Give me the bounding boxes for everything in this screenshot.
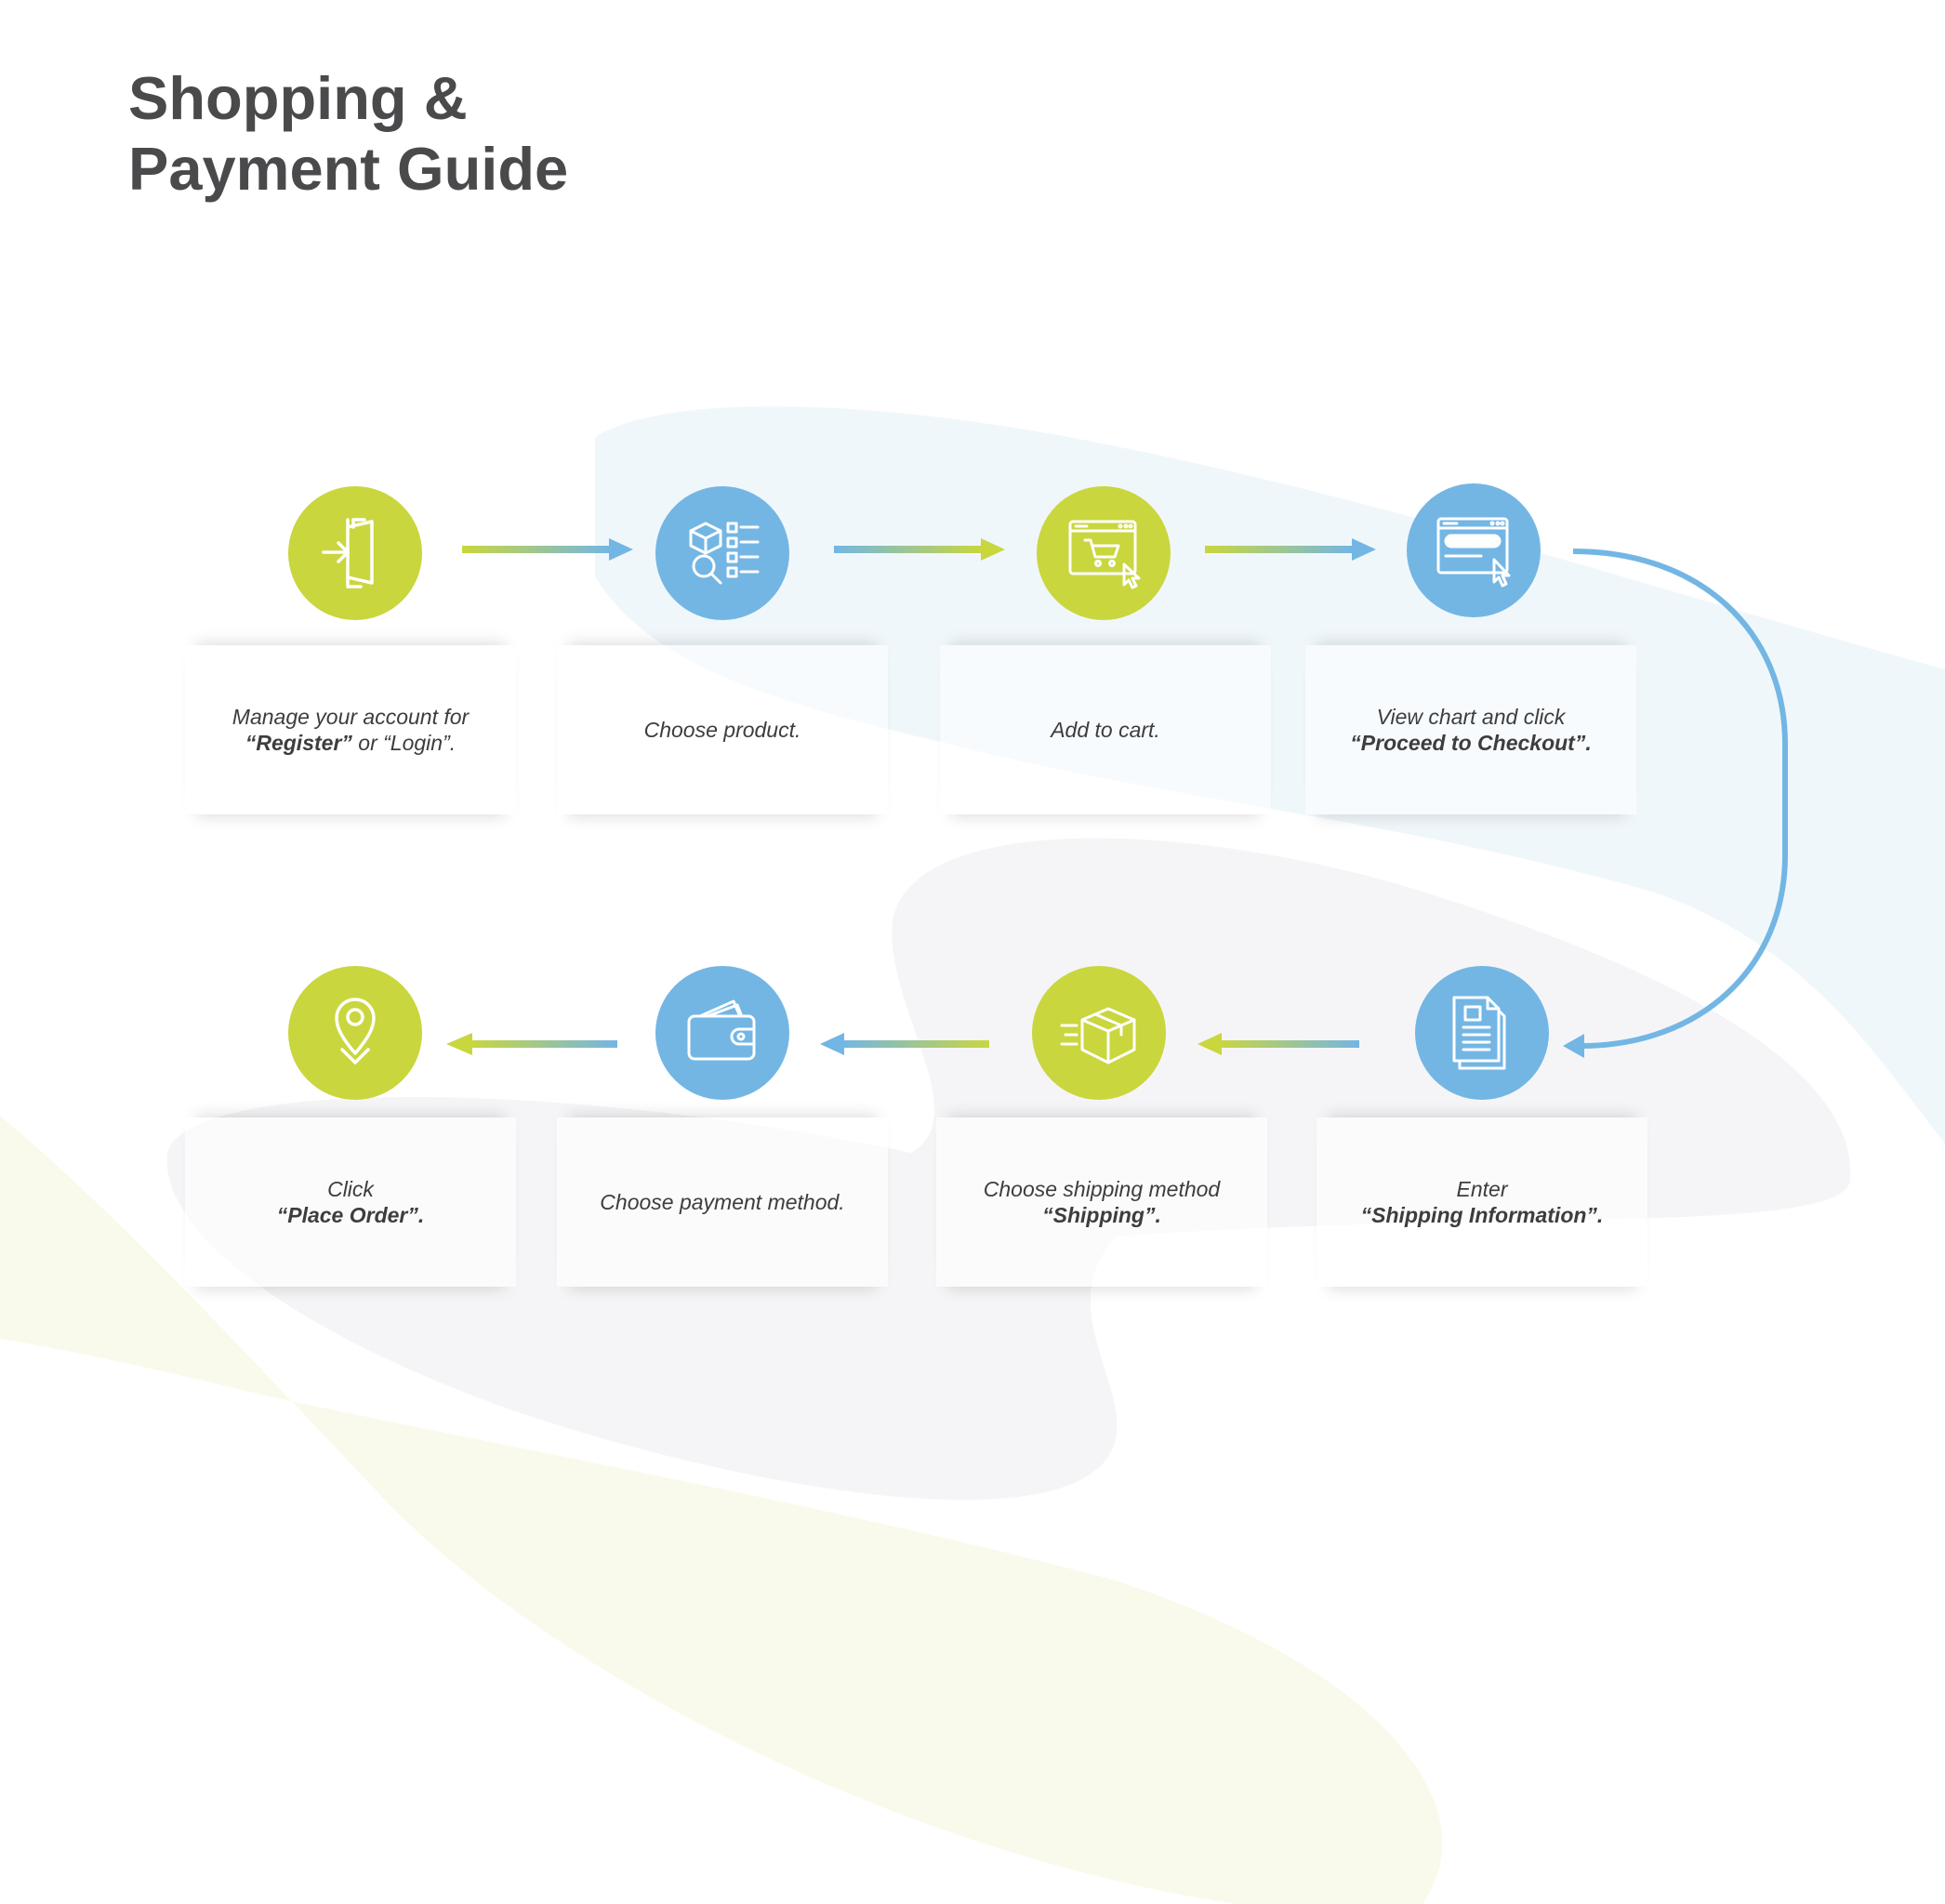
step-label-line1: Choose product. — [643, 718, 801, 742]
checkout-browser-icon — [1436, 517, 1511, 588]
title-line-2: Payment Guide — [128, 135, 569, 203]
product-search-icon — [689, 522, 760, 585]
arrow-step7-to-step8 — [446, 1033, 617, 1055]
step-label-line1: Manage your account for — [232, 705, 470, 729]
step-icon-circle — [1415, 966, 1549, 1100]
step-card: Click “Place Order”. — [185, 1117, 516, 1287]
wallet-icon — [687, 999, 756, 1061]
step-label-line2: “Place Order”. — [276, 1203, 425, 1227]
cart-browser-icon — [1068, 520, 1141, 589]
step-card: Choose product. — [557, 645, 888, 814]
step-card: Choose shipping method “Shipping”. — [936, 1117, 1267, 1287]
step-label-line1: Choose shipping method — [983, 1177, 1221, 1201]
step-label-line2: “Proceed to Checkout”. — [1350, 731, 1592, 755]
login-door-icon — [322, 518, 374, 588]
yellow-wave-shape — [0, 1116, 1443, 1904]
step-label-line1: Enter — [1456, 1177, 1508, 1201]
shipping-box-icon — [1060, 1007, 1136, 1064]
step-label-line2: “Shipping Information”. — [1360, 1203, 1604, 1227]
step-card: View chart and click “Proceed to Checkou… — [1305, 645, 1636, 814]
step-icon-circle — [1407, 483, 1541, 617]
arrow-step5-to-step6 — [1197, 1033, 1359, 1055]
step-label-line1: Add to cart. — [1051, 718, 1160, 742]
location-pin-icon — [335, 998, 376, 1064]
step-icon-circle — [1032, 966, 1166, 1100]
arrow-step1-to-step2 — [462, 538, 633, 561]
step-label-line1: View chart and click — [1376, 705, 1566, 729]
arrow-step2-to-step3 — [834, 538, 1005, 561]
title-line-1: Shopping & — [128, 64, 468, 132]
document-icon — [1452, 996, 1506, 1070]
step-label-line2: “Register” or “Login”. — [245, 731, 456, 755]
step-card: Choose payment method. — [557, 1117, 888, 1287]
page-title: Shopping & Payment Guide — [128, 63, 568, 205]
step-icon-circle — [288, 966, 422, 1100]
step-label-line2: “Shipping”. — [1042, 1203, 1161, 1227]
step-label-line1: Choose payment method. — [600, 1190, 845, 1214]
step-label-line1: Click — [327, 1177, 374, 1201]
step-card: Enter “Shipping Information”. — [1317, 1117, 1647, 1287]
curved-arrow-step4-to-step5 — [1563, 549, 1788, 1058]
step-icon-circle — [655, 966, 789, 1100]
step-icon-circle — [1037, 486, 1171, 620]
step-icon-circle — [288, 486, 422, 620]
step-icon-circle — [655, 486, 789, 620]
step-card: Add to cart. — [940, 645, 1271, 814]
arrow-step3-to-step4 — [1205, 538, 1376, 561]
step-card: Manage your account for “Register” or “L… — [185, 645, 516, 814]
arrow-step6-to-step7 — [820, 1033, 989, 1055]
